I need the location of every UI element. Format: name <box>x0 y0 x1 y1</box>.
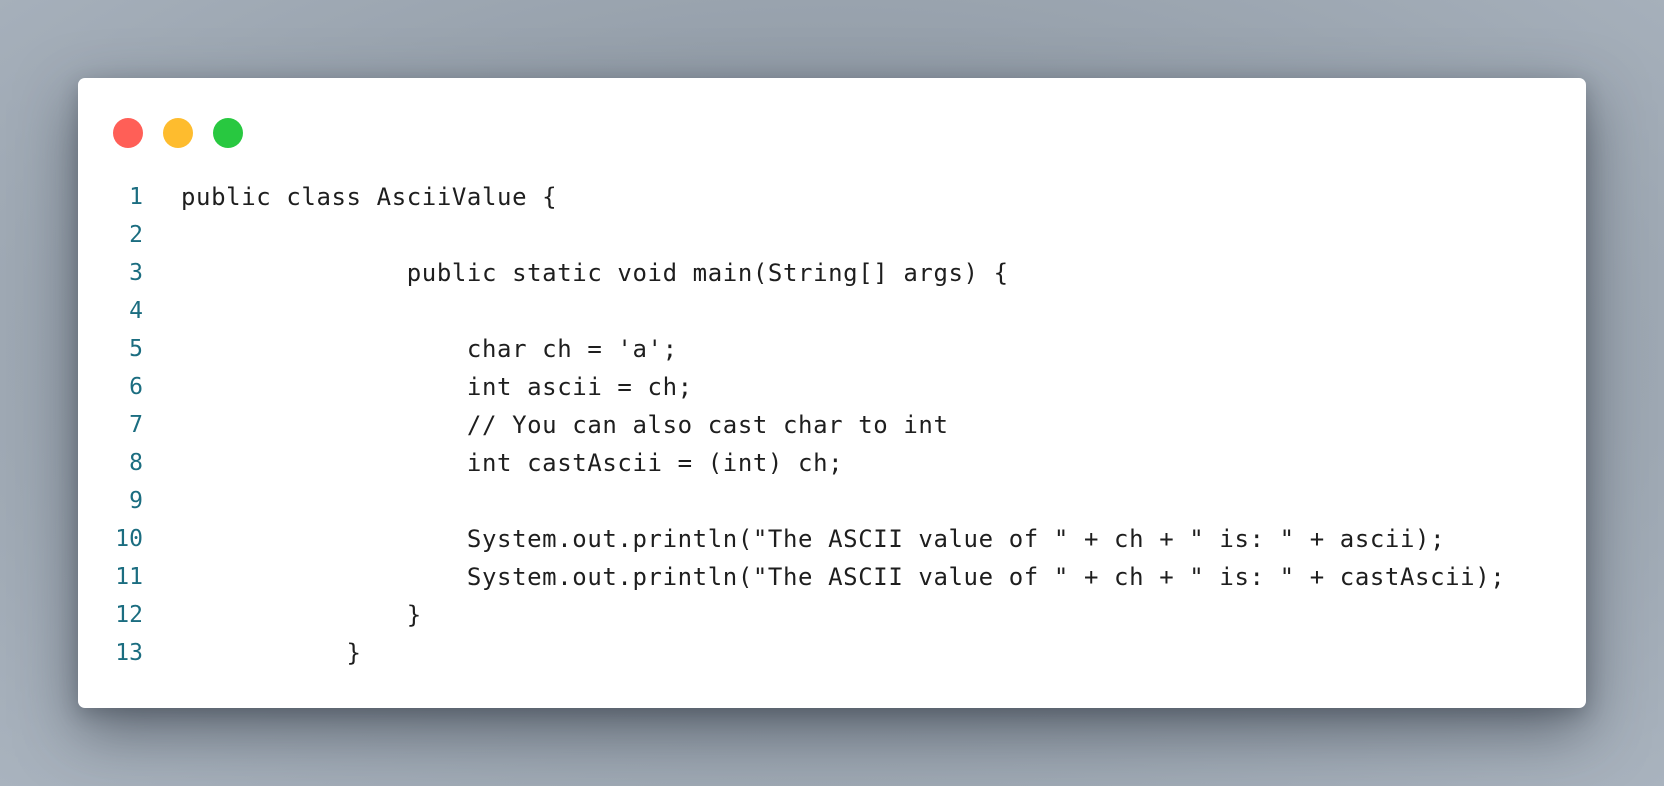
line-number: 12 <box>115 602 143 628</box>
line-number: 13 <box>115 640 143 666</box>
line-number: 5 <box>129 336 143 362</box>
code-text: } <box>181 601 422 629</box>
line-number: 6 <box>129 374 143 400</box>
code-text: public class AsciiValue { <box>181 183 558 211</box>
line-number: 4 <box>129 298 143 324</box>
line-number: 2 <box>129 222 143 248</box>
code-line: 3 public static void main(String[] args)… <box>78 254 1586 292</box>
code-line: 8 int castAscii = (int) ch; <box>78 444 1586 482</box>
maximize-dot-icon[interactable] <box>213 118 243 148</box>
code-line: 7 // You can also cast char to int <box>78 406 1586 444</box>
code-line: 6 int ascii = ch; <box>78 368 1586 406</box>
line-number: 11 <box>115 564 143 590</box>
code-text: public static void main(String[] args) { <box>181 259 1009 287</box>
close-dot-icon[interactable] <box>113 118 143 148</box>
code-line: 5 char ch = 'a'; <box>78 330 1586 368</box>
code-line: 1 public class AsciiValue { <box>78 178 1586 216</box>
line-number: 1 <box>129 184 143 210</box>
minimize-dot-icon[interactable] <box>163 118 193 148</box>
line-number: 9 <box>129 488 143 514</box>
line-number: 7 <box>129 412 143 438</box>
code-line: 2 <box>78 216 1586 254</box>
code-line: 9 <box>78 482 1586 520</box>
code-block: 1 public class AsciiValue { 2 3 public st… <box>78 178 1586 672</box>
code-line: 11 System.out.println("The ASCII value o… <box>78 558 1586 596</box>
code-line: 13 } <box>78 634 1586 672</box>
line-number: 3 <box>129 260 143 286</box>
window-controls <box>113 118 243 148</box>
code-line: 4 <box>78 292 1586 330</box>
code-text: // You can also cast char to int <box>181 411 949 439</box>
code-window: 1 public class AsciiValue { 2 3 public st… <box>78 78 1586 708</box>
line-number: 8 <box>129 450 143 476</box>
code-text: int ascii = ch; <box>181 373 693 401</box>
line-number: 10 <box>115 526 143 552</box>
code-line: 12 } <box>78 596 1586 634</box>
code-text: System.out.println("The ASCII value of "… <box>181 563 1506 591</box>
code-text: int castAscii = (int) ch; <box>181 449 844 477</box>
code-text: } <box>181 639 362 667</box>
code-text: char ch = 'a'; <box>181 335 678 363</box>
code-text: System.out.println("The ASCII value of "… <box>181 525 1446 553</box>
code-line: 10 System.out.println("The ASCII value o… <box>78 520 1586 558</box>
